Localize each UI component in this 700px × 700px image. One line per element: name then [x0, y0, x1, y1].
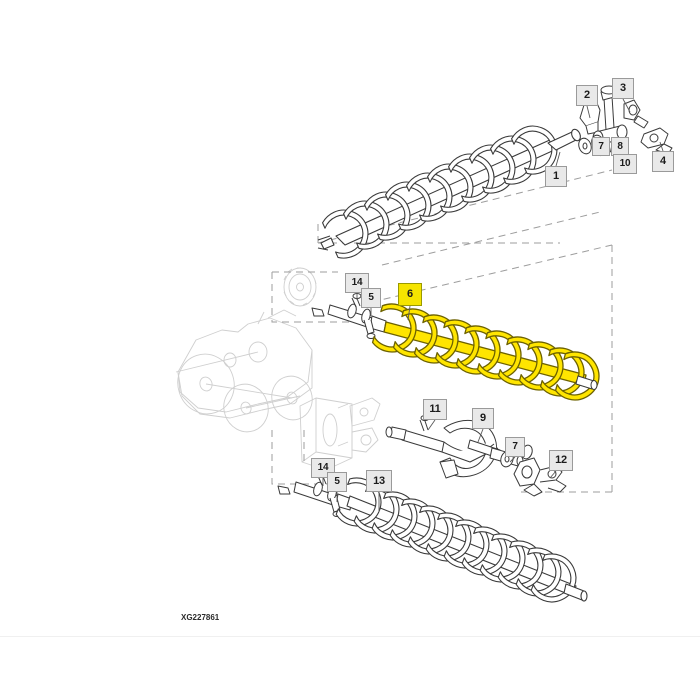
callout-6-highlighted[interactable]: 6: [398, 283, 422, 306]
part-number-label: XG227861: [181, 613, 220, 622]
callout-5-lower[interactable]: 5: [327, 472, 347, 492]
callout-11[interactable]: 11: [423, 399, 447, 420]
callout-2[interactable]: 2: [576, 85, 598, 106]
callout-7-lower[interactable]: 7: [505, 437, 525, 457]
stub-auger-flighting: [385, 415, 524, 479]
callout-5-middle[interactable]: 5: [361, 288, 381, 308]
callout-1[interactable]: 1: [545, 166, 567, 187]
callout-12[interactable]: 12: [549, 450, 573, 471]
lower-auger-assembly: [333, 473, 588, 610]
callout-13[interactable]: 13: [366, 470, 392, 492]
callout-9[interactable]: 9: [472, 408, 494, 429]
right-bearing-hardware: [500, 444, 567, 497]
callout-7-upper[interactable]: 7: [592, 137, 610, 156]
middle-auger-assembly-highlighted: [370, 300, 606, 407]
middle-auger-shaft-end: [575, 375, 598, 390]
footer-divider: [0, 636, 700, 637]
ghosted-gearbox-assembly: [175, 309, 381, 471]
ghosted-sprocket: [283, 267, 317, 307]
callout-4[interactable]: 4: [652, 151, 674, 172]
callout-3[interactable]: 3: [612, 78, 634, 99]
callout-10[interactable]: 10: [613, 154, 637, 174]
middle-shaft-coupler: [311, 293, 387, 339]
upper-auger-assembly: [317, 117, 581, 263]
